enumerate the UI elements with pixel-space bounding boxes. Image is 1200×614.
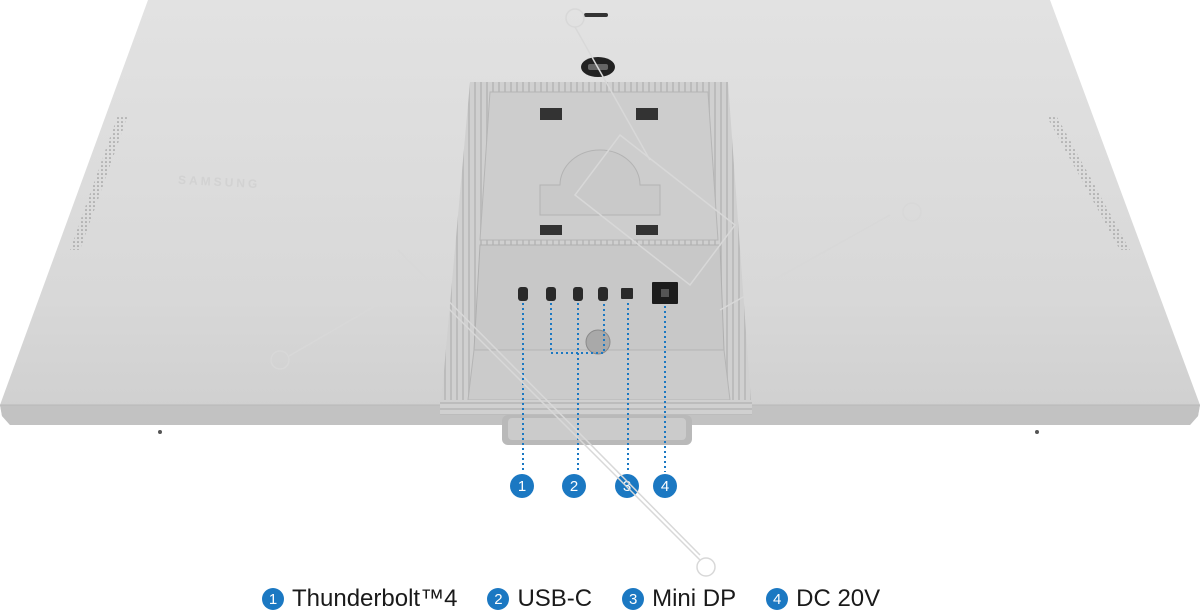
speaker-grille-right — [1046, 115, 1130, 250]
svg-text:2: 2 — [570, 478, 578, 495]
legend-number: 1 — [262, 588, 284, 610]
port-dc-20v — [652, 282, 678, 304]
port-usb-c-1 — [546, 287, 556, 301]
callout-1: 1 — [510, 474, 534, 498]
leader-lines — [522, 303, 666, 472]
port-mini-dp — [621, 288, 633, 299]
stand-neck — [502, 415, 692, 445]
stand-mount-plate — [440, 82, 752, 415]
port-usb-c-3 — [598, 287, 608, 301]
watermark-outline — [270, 8, 922, 577]
legend-label: USB-C — [517, 585, 593, 612]
legend-number: 4 — [766, 588, 789, 610]
port-usb-c-2 — [573, 287, 583, 301]
legend-number: 2 — [487, 588, 510, 610]
legend-item-mini-dp: 3 Mini DP — [622, 585, 736, 613]
svg-text:1: 1 — [518, 478, 526, 495]
brand-logo: SAMSUNG — [178, 173, 261, 191]
speaker-grille-left — [70, 115, 128, 250]
legend-label: Mini DP — [652, 585, 737, 612]
port-legend: 1 Thunderbolt™4 2 USB-C 3 Mini DP 4 DC 2… — [262, 584, 962, 614]
legend-label: Thunderbolt™4 — [292, 585, 458, 612]
legend-label: DC 20V — [796, 585, 881, 612]
port-thunderbolt4 — [518, 287, 528, 301]
legend-item-usb-c: 2 USB-C — [487, 585, 592, 613]
svg-text:4: 4 — [661, 478, 669, 495]
legend-item-thunderbolt4: 1 Thunderbolt™4 — [262, 585, 457, 613]
legend-number: 3 — [622, 588, 645, 610]
callout-2: 2 — [562, 474, 586, 498]
center-screw — [585, 329, 611, 355]
legend-item-dc-20v: 4 DC 20V — [766, 585, 880, 613]
callout-4: 4 — [653, 474, 677, 498]
